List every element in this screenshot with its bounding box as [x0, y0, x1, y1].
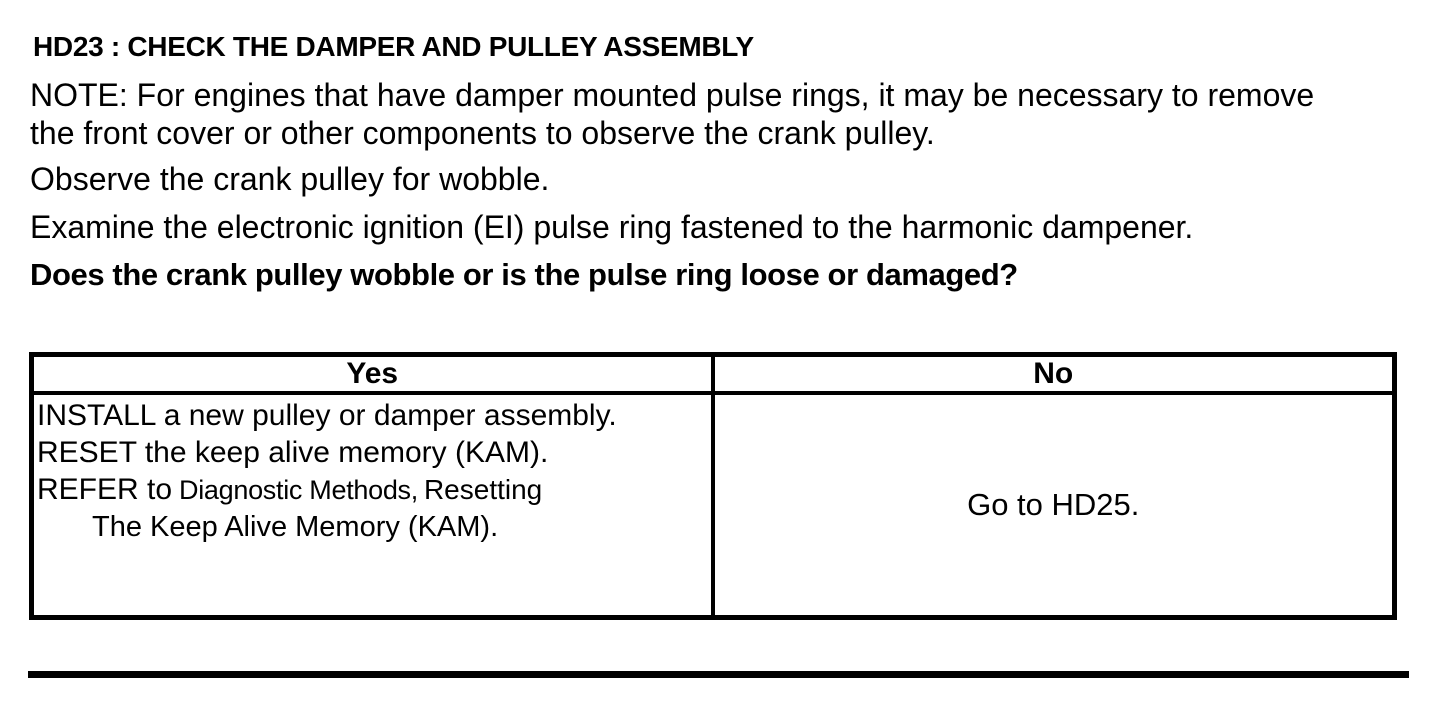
note-paragraph: NOTE: For engines that have damper mount…	[30, 76, 1314, 152]
yes-actions-cell: INSTALL a new pulley or damper assembly.…	[29, 391, 715, 620]
reference-title-part3: The Keep Alive Memory (KAM).	[92, 511, 499, 543]
no-action-cell: Go to HD25.	[710, 391, 1397, 620]
yes-action-reset: RESET the keep alive memory (KAM).	[37, 436, 549, 469]
reference-title-part1: Diagnostic Methods,	[179, 475, 418, 505]
no-column-header: No	[710, 352, 1397, 395]
note-line-2: the front cover or other components to o…	[30, 115, 935, 151]
procedure-heading: HD23 : CHECK THE DAMPER AND PULLEY ASSEM…	[33, 31, 754, 62]
decision-table: Yes No INSTALL a new pulley or damper as…	[29, 352, 1397, 620]
note-line-1: NOTE: For engines that have damper mount…	[30, 77, 1315, 113]
reference-title-part2: Resetting	[423, 474, 543, 505]
decision-table-header-row: Yes No	[29, 352, 1397, 395]
instruction-examine: Examine the electronic ignition (EI) pul…	[30, 209, 1194, 245]
instruction-observe: Observe the crank pulley for wobble.	[30, 161, 550, 197]
yes-action-install: INSTALL a new pulley or damper assembly.	[37, 399, 617, 432]
diagnostic-question: Does the crank pulley wobble or is the p…	[30, 257, 1018, 292]
refer-action-verb: REFER to	[37, 473, 173, 506]
no-action-goto: Go to HD25.	[967, 487, 1140, 522]
decision-table-body-row: INSTALL a new pulley or damper assembly.…	[29, 391, 1397, 620]
yes-column-header: Yes	[29, 352, 715, 395]
page-bottom-rule	[28, 671, 1409, 678]
